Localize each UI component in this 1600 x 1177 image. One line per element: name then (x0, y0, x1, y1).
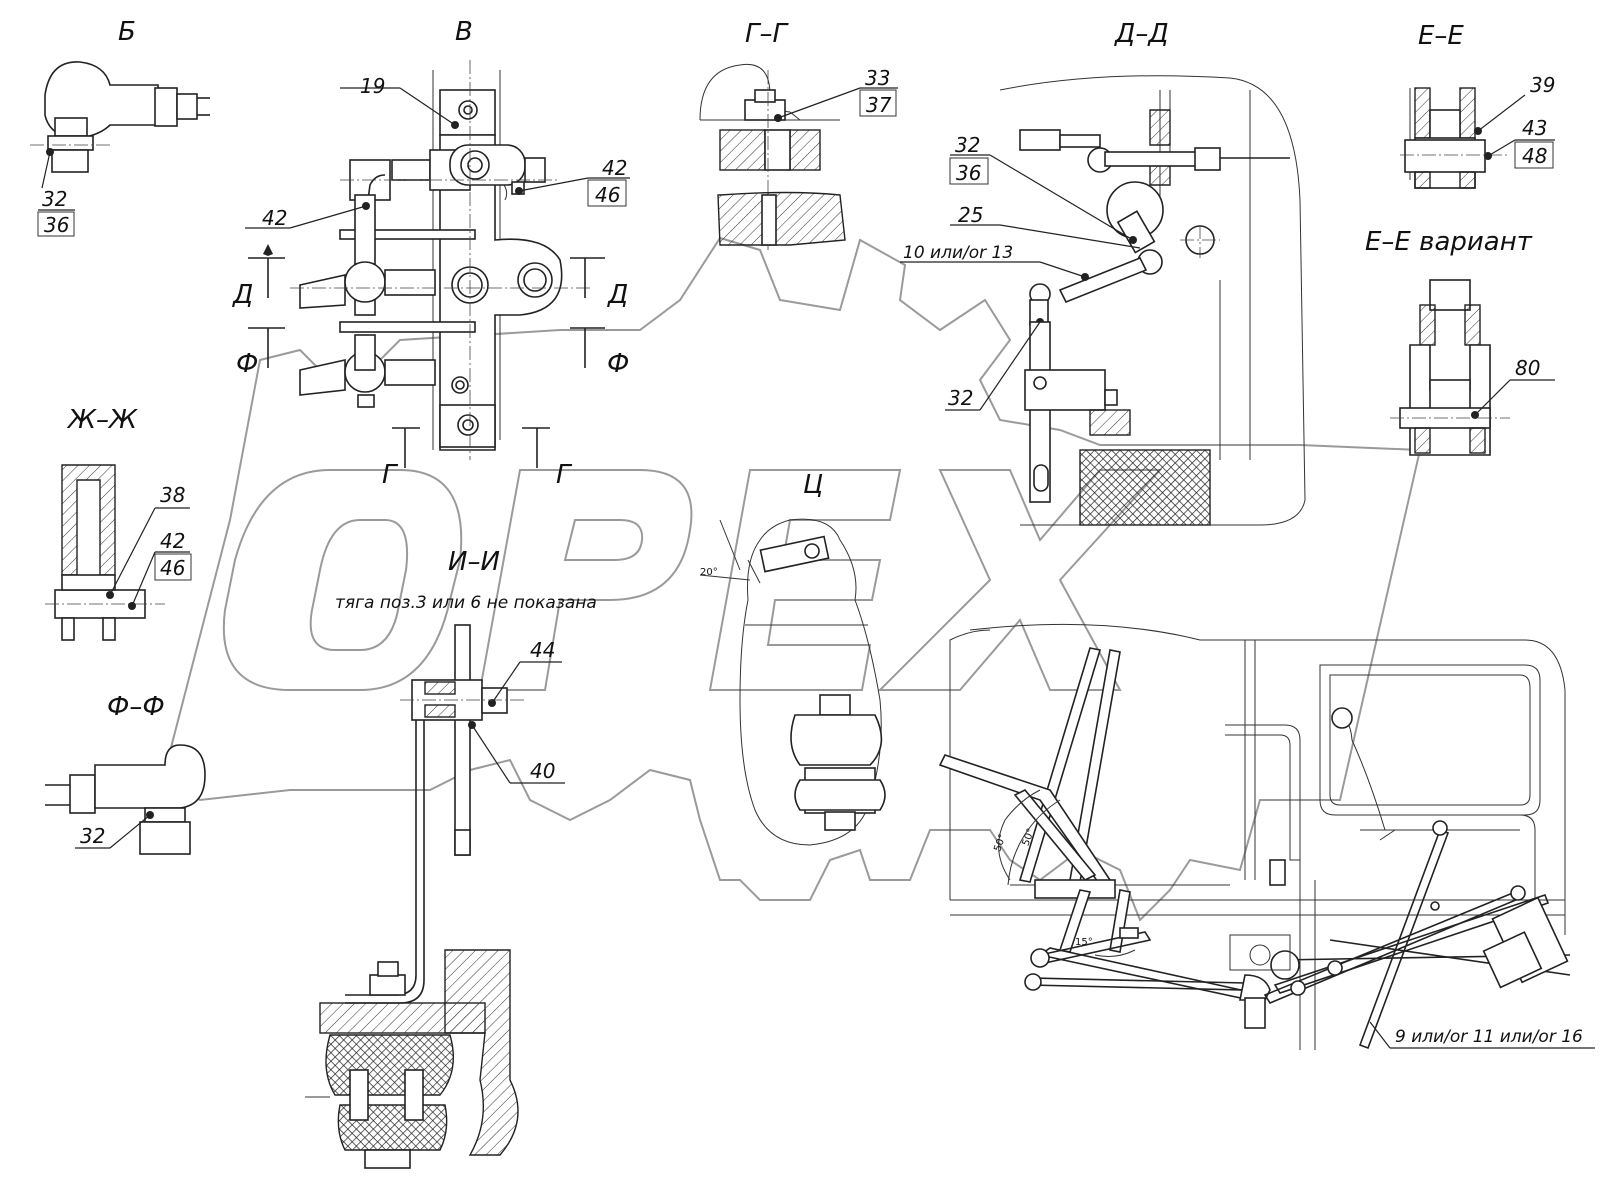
pos-38: 38 (160, 483, 185, 507)
pos-42-v-left: 42 (262, 206, 287, 230)
view-i-label: И–И (448, 547, 500, 577)
cut-mark-f-left: Ф (236, 349, 258, 379)
view-e-label: Е–Е (1418, 21, 1464, 51)
pos-9-11-16: 9 или/or 11 или/or 16 (1395, 1027, 1583, 1047)
view-f-label: Ф–Ф (107, 692, 165, 722)
cut-mark-f-right: Ф (607, 349, 629, 379)
assembly-drawing (938, 623, 1595, 1050)
pos-32-d-top: 32 (955, 133, 980, 157)
cut-mark-g-left: Г (382, 460, 399, 490)
pos-46-v: 46 (595, 183, 620, 207)
pos-10-13: 10 или/or 13 (903, 243, 1013, 263)
pos-42-v-right: 42 (602, 156, 627, 180)
view-f-drawing (45, 744, 206, 855)
view-b-label: Б (118, 17, 136, 47)
pos-39: 39 (1530, 73, 1555, 97)
cut-mark-d-left: Д (232, 280, 253, 310)
pos-33: 33 (865, 66, 890, 90)
pos-32-d-bottom: 32 (948, 386, 973, 410)
pos-37: 37 (866, 93, 892, 117)
view-e-drawing (1400, 87, 1555, 189)
view-d-drawing (900, 75, 1306, 526)
angle-20: 20° (700, 567, 718, 578)
pos-43: 43 (1522, 116, 1547, 140)
view-e-variant-drawing (1390, 279, 1555, 456)
view-g-drawing (699, 63, 898, 250)
view-g-label: Г–Г (745, 19, 789, 49)
pos-40: 40 (530, 759, 555, 783)
view-v-label: В (455, 17, 473, 47)
view-ts-drawing (699, 518, 886, 846)
pos-80: 80 (1515, 356, 1540, 380)
view-zh-label: Ж–Ж (66, 405, 138, 435)
cut-mark-g-right: Г (556, 460, 573, 490)
angle-15: 15° (1075, 937, 1093, 948)
pos-32-b: 32 (42, 187, 67, 211)
pos-36-d: 36 (956, 161, 981, 185)
pos-32-f: 32 (80, 824, 105, 848)
cut-mark-d-right: Д (607, 280, 628, 310)
pos-44: 44 (530, 638, 555, 662)
view-e-variant-label: Е–Е вариант (1365, 227, 1533, 257)
view-d-label: Д–Д (1114, 19, 1169, 49)
view-b-drawing (30, 61, 210, 237)
watermark-text (222, 469, 1163, 691)
pos-42-zh: 42 (160, 529, 185, 553)
view-v-drawing (245, 60, 630, 468)
view-i-note: тяга поз.3 или 6 не показана (335, 593, 597, 613)
view-zh-drawing (45, 464, 192, 641)
pos-19: 19 (360, 74, 385, 98)
view-ts-label: Ц (803, 470, 823, 500)
pos-48: 48 (1522, 144, 1547, 168)
view-i-drawing (305, 624, 565, 1169)
pos-25: 25 (958, 203, 983, 227)
pos-36-b: 36 (44, 213, 69, 237)
pos-46-zh: 46 (160, 556, 185, 580)
watermark-gear (158, 236, 1422, 922)
